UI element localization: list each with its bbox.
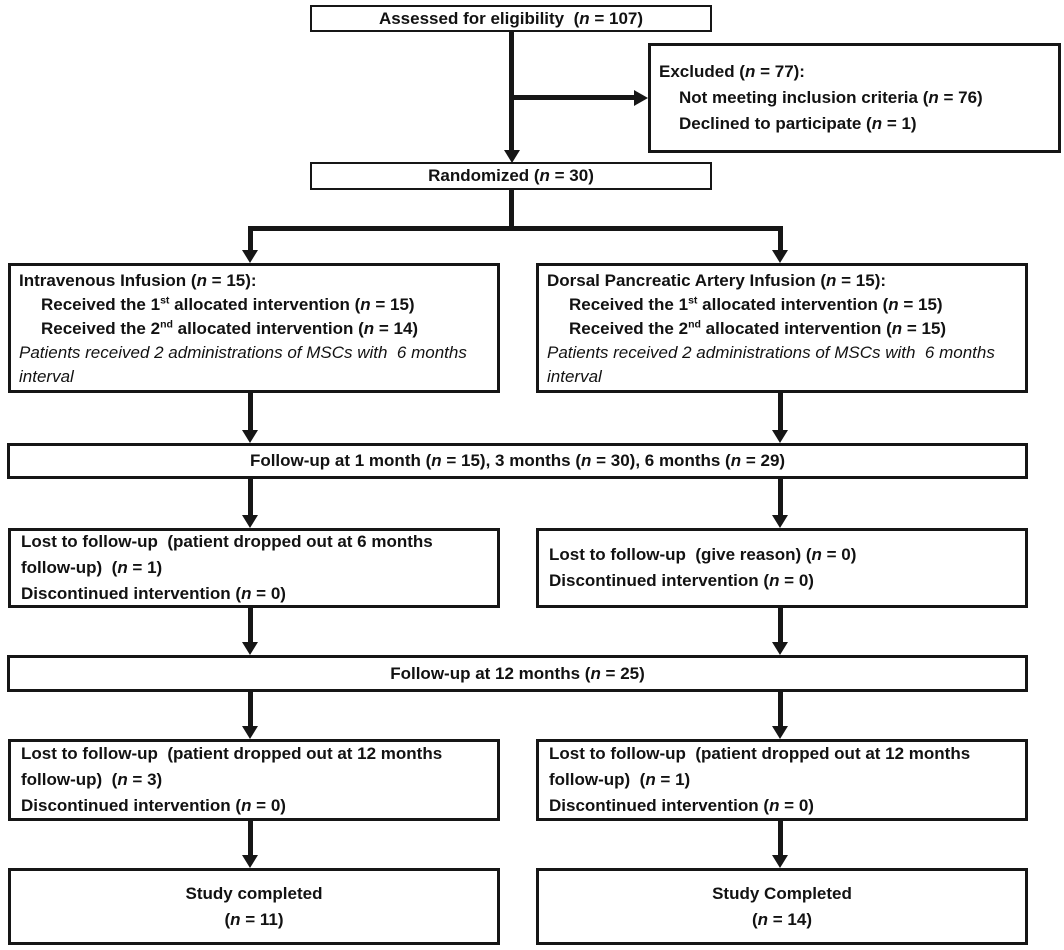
allocation-item: Received the 2nd allocated intervention …: [569, 318, 947, 338]
arrowhead-down-icon: [772, 726, 788, 739]
arrowhead-down-icon: [772, 515, 788, 528]
lost-12mo-box-left: Lost to follow-up (patient dropped out a…: [8, 739, 500, 821]
connector-followup-to-lost6-right: [778, 479, 783, 516]
connector-followup-to-lost6-left: [248, 479, 253, 516]
arrowhead-down-icon: [242, 430, 258, 443]
followup-12mo-box: Follow-up at 12 months (n = 25): [7, 655, 1028, 692]
allocation-note: Patients received 2 administrations of M…: [547, 343, 1000, 386]
arrowhead-right-icon: [634, 90, 648, 106]
arrowhead-down-icon: [242, 855, 258, 868]
arrowhead-down-icon: [242, 726, 258, 739]
allocation-item: Received the 1st allocated intervention …: [569, 294, 943, 314]
lost-12mo-box-right: Lost to follow-up (patient dropped out a…: [536, 739, 1028, 821]
allocation-item: Received the 2nd allocated intervention …: [41, 318, 419, 338]
connector-lost6-to-followup12-right: [778, 608, 783, 643]
connector-randomized-to-split: [509, 190, 514, 228]
lost-line: Lost to follow-up (patient dropped out a…: [21, 744, 447, 789]
allocation-box-intravenous: Intravenous Infusion (n = 15): Received …: [8, 263, 500, 393]
excluded-title: Excluded (n = 77):: [659, 62, 805, 81]
arrowhead-down-icon: [772, 642, 788, 655]
connector-lost12-to-completed-right: [778, 821, 783, 856]
completed-count: (n = 14): [751, 909, 812, 929]
arrowhead-down-icon: [772, 250, 788, 263]
lost-6mo-box-left: Lost to follow-up (patient dropped out a…: [8, 528, 500, 608]
connector-allocright-to-followup: [778, 393, 783, 431]
connector-allocleft-to-followup: [248, 393, 253, 431]
followup-early-box: Follow-up at 1 month (n = 15), 3 months …: [7, 443, 1028, 479]
connector-split-left: [248, 226, 253, 251]
arrowhead-down-icon: [504, 150, 520, 163]
connector-lost6-to-followup12-left: [248, 608, 253, 643]
connector-to-excluded: [511, 95, 634, 100]
connector-split-right: [778, 226, 783, 251]
connector-followup12-to-lost12-left: [248, 692, 253, 727]
connector-lost12-to-completed-left: [248, 821, 253, 856]
followup-early-text: Follow-up at 1 month (n = 15), 3 months …: [249, 451, 786, 470]
arrowhead-down-icon: [242, 515, 258, 528]
lost-line: Discontinued intervention (n = 0): [549, 571, 814, 590]
excluded-item: Declined to participate (n = 1): [679, 114, 917, 133]
lost-line: Discontinued intervention (n = 0): [21, 584, 286, 603]
assessed-text: Assessed for eligibility (n = 107): [378, 8, 644, 28]
allocation-title: Dorsal Pancreatic Artery Infusion (n = 1…: [547, 271, 887, 290]
followup-12mo-text: Follow-up at 12 months (n = 25): [390, 663, 645, 683]
randomized-box: Randomized (n = 30): [310, 162, 712, 190]
allocation-item: Received the 1st allocated intervention …: [41, 294, 415, 314]
allocation-note: Patients received 2 administrations of M…: [19, 343, 472, 386]
completed-text: Study Completed: [712, 883, 852, 903]
lost-6mo-box-right: Lost to follow-up (give reason) (n = 0) …: [536, 528, 1028, 608]
excluded-item: Not meeting inclusion criteria (n = 76): [679, 88, 983, 107]
lost-line: Discontinued intervention (n = 0): [21, 796, 286, 815]
completed-text: Study completed: [185, 883, 323, 903]
lost-line: Lost to follow-up (patient dropped out a…: [21, 532, 438, 577]
completed-count: (n = 11): [224, 909, 284, 929]
connector-split-bar: [248, 226, 783, 231]
arrowhead-down-icon: [772, 855, 788, 868]
connector-followup12-to-lost12-right: [778, 692, 783, 727]
arrowhead-down-icon: [242, 642, 258, 655]
assessed-box: Assessed for eligibility (n = 107): [310, 5, 712, 32]
lost-line: Lost to follow-up (patient dropped out a…: [549, 744, 975, 789]
completed-box-right: Study Completed (n = 14): [536, 868, 1028, 945]
completed-box-left: Study completed (n = 11): [8, 868, 500, 945]
randomized-text: Randomized (n = 30): [428, 166, 594, 185]
connector-assessed-to-randomized: [509, 32, 514, 150]
lost-line: Lost to follow-up (give reason) (n = 0): [549, 545, 857, 564]
excluded-box: Excluded (n = 77): Not meeting inclusion…: [648, 43, 1061, 153]
arrowhead-down-icon: [772, 430, 788, 443]
arrowhead-down-icon: [242, 250, 258, 263]
lost-line: Discontinued intervention (n = 0): [549, 796, 814, 815]
allocation-box-dorsal-pancreatic: Dorsal Pancreatic Artery Infusion (n = 1…: [536, 263, 1028, 393]
allocation-title: Intravenous Infusion (n = 15):: [19, 271, 257, 290]
